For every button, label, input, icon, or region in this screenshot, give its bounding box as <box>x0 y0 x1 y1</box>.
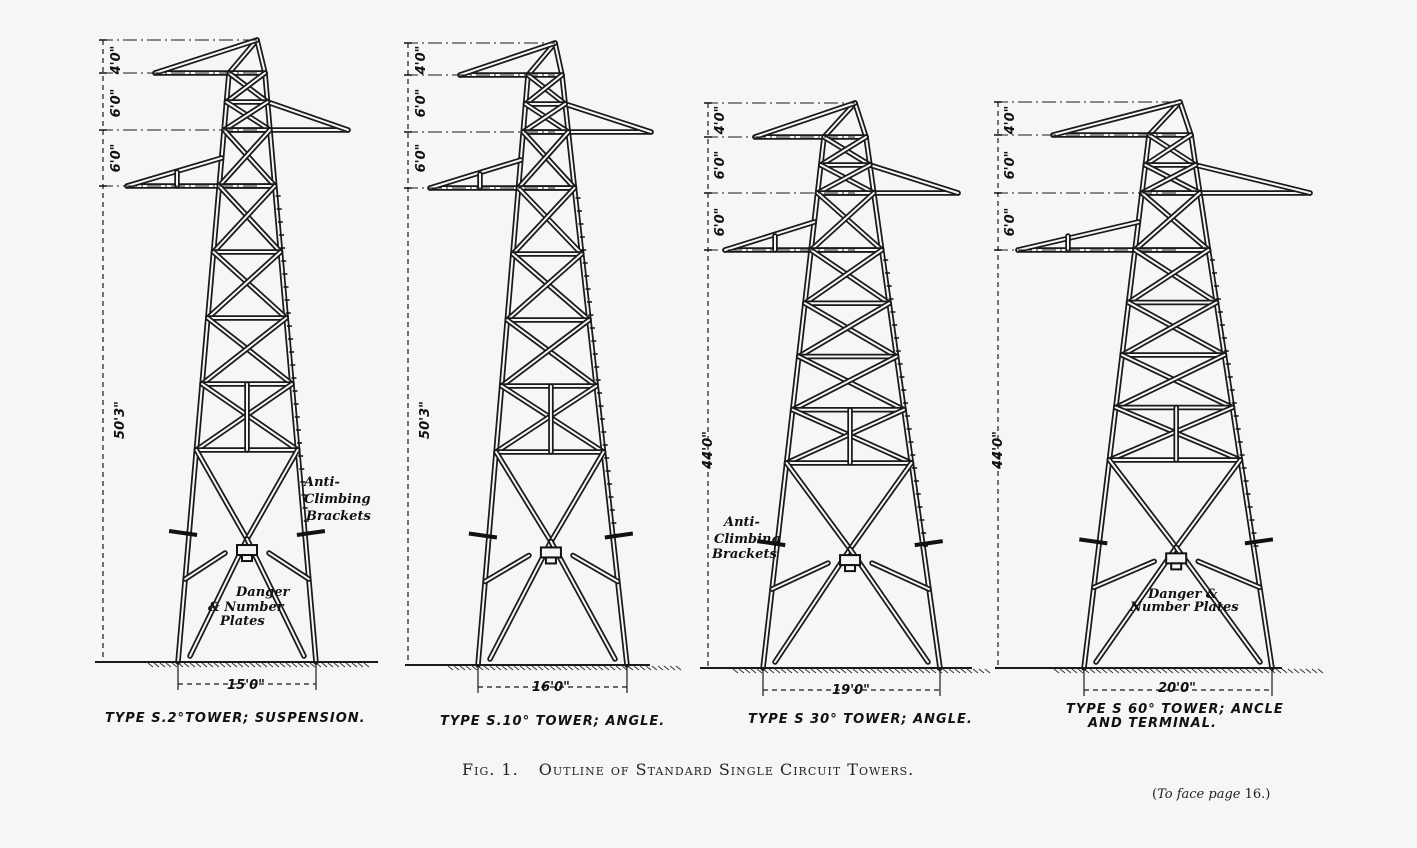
tower-2-dimensions: 4'0" 6'0" 6'0" 50'3" 16'0" <box>414 46 570 695</box>
tower-3-drawing <box>700 100 991 696</box>
figure-number: Fig. 1. <box>462 760 519 779</box>
tower-4-dim-6ft-a: 6'0" <box>1003 151 1018 180</box>
tower-4-dim-4ft: 4'0" <box>1003 106 1018 136</box>
tower-2-caption: TYPE S.10° TOWER; ANGLE. <box>440 714 666 729</box>
tower-1-caption: TYPE S.2°TOWER; SUSPENSION. <box>105 711 366 726</box>
tower-2-height: 50'3" <box>418 401 433 439</box>
tower-4-dimensions: 4'0" 6'0" 6'0" 44'0" 20'0" Danger & Numb… <box>991 106 1239 696</box>
tower-3-caption: TYPE S 30° TOWER; ANGLE. <box>748 712 973 727</box>
tower-4-height: 44'0" <box>991 431 1006 470</box>
figure-title: Fig. 1. Outline of Standard Single Circu… <box>462 760 914 779</box>
face-page-italic: To face page <box>1157 787 1241 802</box>
tower-3-note-climbing: Climbing <box>714 532 781 547</box>
tower-4-dim-6ft-b: 6'0" <box>1003 208 1018 237</box>
tower-3-note-brackets: Brackets <box>711 547 777 562</box>
face-page-paren: ( <box>1152 787 1158 802</box>
tower-4-note-danger: Danger & <box>1147 587 1218 602</box>
towers-layer <box>95 37 1324 696</box>
tower-3-height: 44'0" <box>701 431 716 470</box>
tower-1-dim-6ft-a: 6'0" <box>109 89 124 118</box>
tower-2-base-width: 16'0" <box>532 680 570 695</box>
tower-1-note-brackets: Brackets <box>305 509 371 524</box>
face-page-note: (To face page 16.) <box>1152 787 1270 802</box>
tower-1-drawing <box>95 37 378 690</box>
tower-1-note-number: & Number <box>208 600 285 615</box>
tower-4-caption: TYPE S 60° TOWER; ANCLE <box>1066 702 1284 717</box>
tower-2-drawing <box>404 40 682 693</box>
tower-3-dimensions: 4'0" 6'0" 6'0" 44'0" 19'0" Anti- Climbin… <box>701 106 870 698</box>
face-page-number: 16.) <box>1244 787 1271 802</box>
tower-3-dim-4ft: 4'0" <box>713 106 728 136</box>
tower-1-note-plates: Plates <box>219 614 265 629</box>
tower-1-dim-6ft-b: 6'0" <box>109 144 124 173</box>
tower-1-dimensions: 4'0" 6'0" 6'0" 50'3" 15'0" Anti- Climbin… <box>109 46 371 693</box>
tower-2-dim-6ft-a: 6'0" <box>414 89 429 118</box>
tower-4-caption-line2: AND TERMINAL. <box>1088 716 1217 731</box>
tower-1-base-width: 15'0" <box>227 678 265 693</box>
tower-4-note-number-plates: Number Plates <box>1129 600 1239 615</box>
tower-3-note-anti: Anti- <box>722 515 760 530</box>
tower-3-base-width: 19'0" <box>832 683 870 698</box>
tower-1-note-danger: Danger <box>235 585 291 600</box>
figure-title-text: Outline of Standard Single Circuit Tower… <box>538 760 915 779</box>
tower-3-dim-6ft-a: 6'0" <box>713 151 728 180</box>
tower-1-note-anti: Anti- <box>302 475 340 490</box>
tower-3-dim-6ft-b: 6'0" <box>713 208 728 237</box>
tower-1-note-climbing: Climbing <box>304 492 371 507</box>
tower-2-dim-6ft-b: 6'0" <box>414 144 429 173</box>
tower-1-height: 50'3" <box>113 401 128 439</box>
tower-2-dim-4ft: 4'0" <box>414 46 429 76</box>
tower-1-dim-4ft: 4'0" <box>109 46 124 76</box>
tower-4-base-width: 20'0" <box>1158 681 1196 696</box>
tower-4-drawing <box>994 99 1324 696</box>
